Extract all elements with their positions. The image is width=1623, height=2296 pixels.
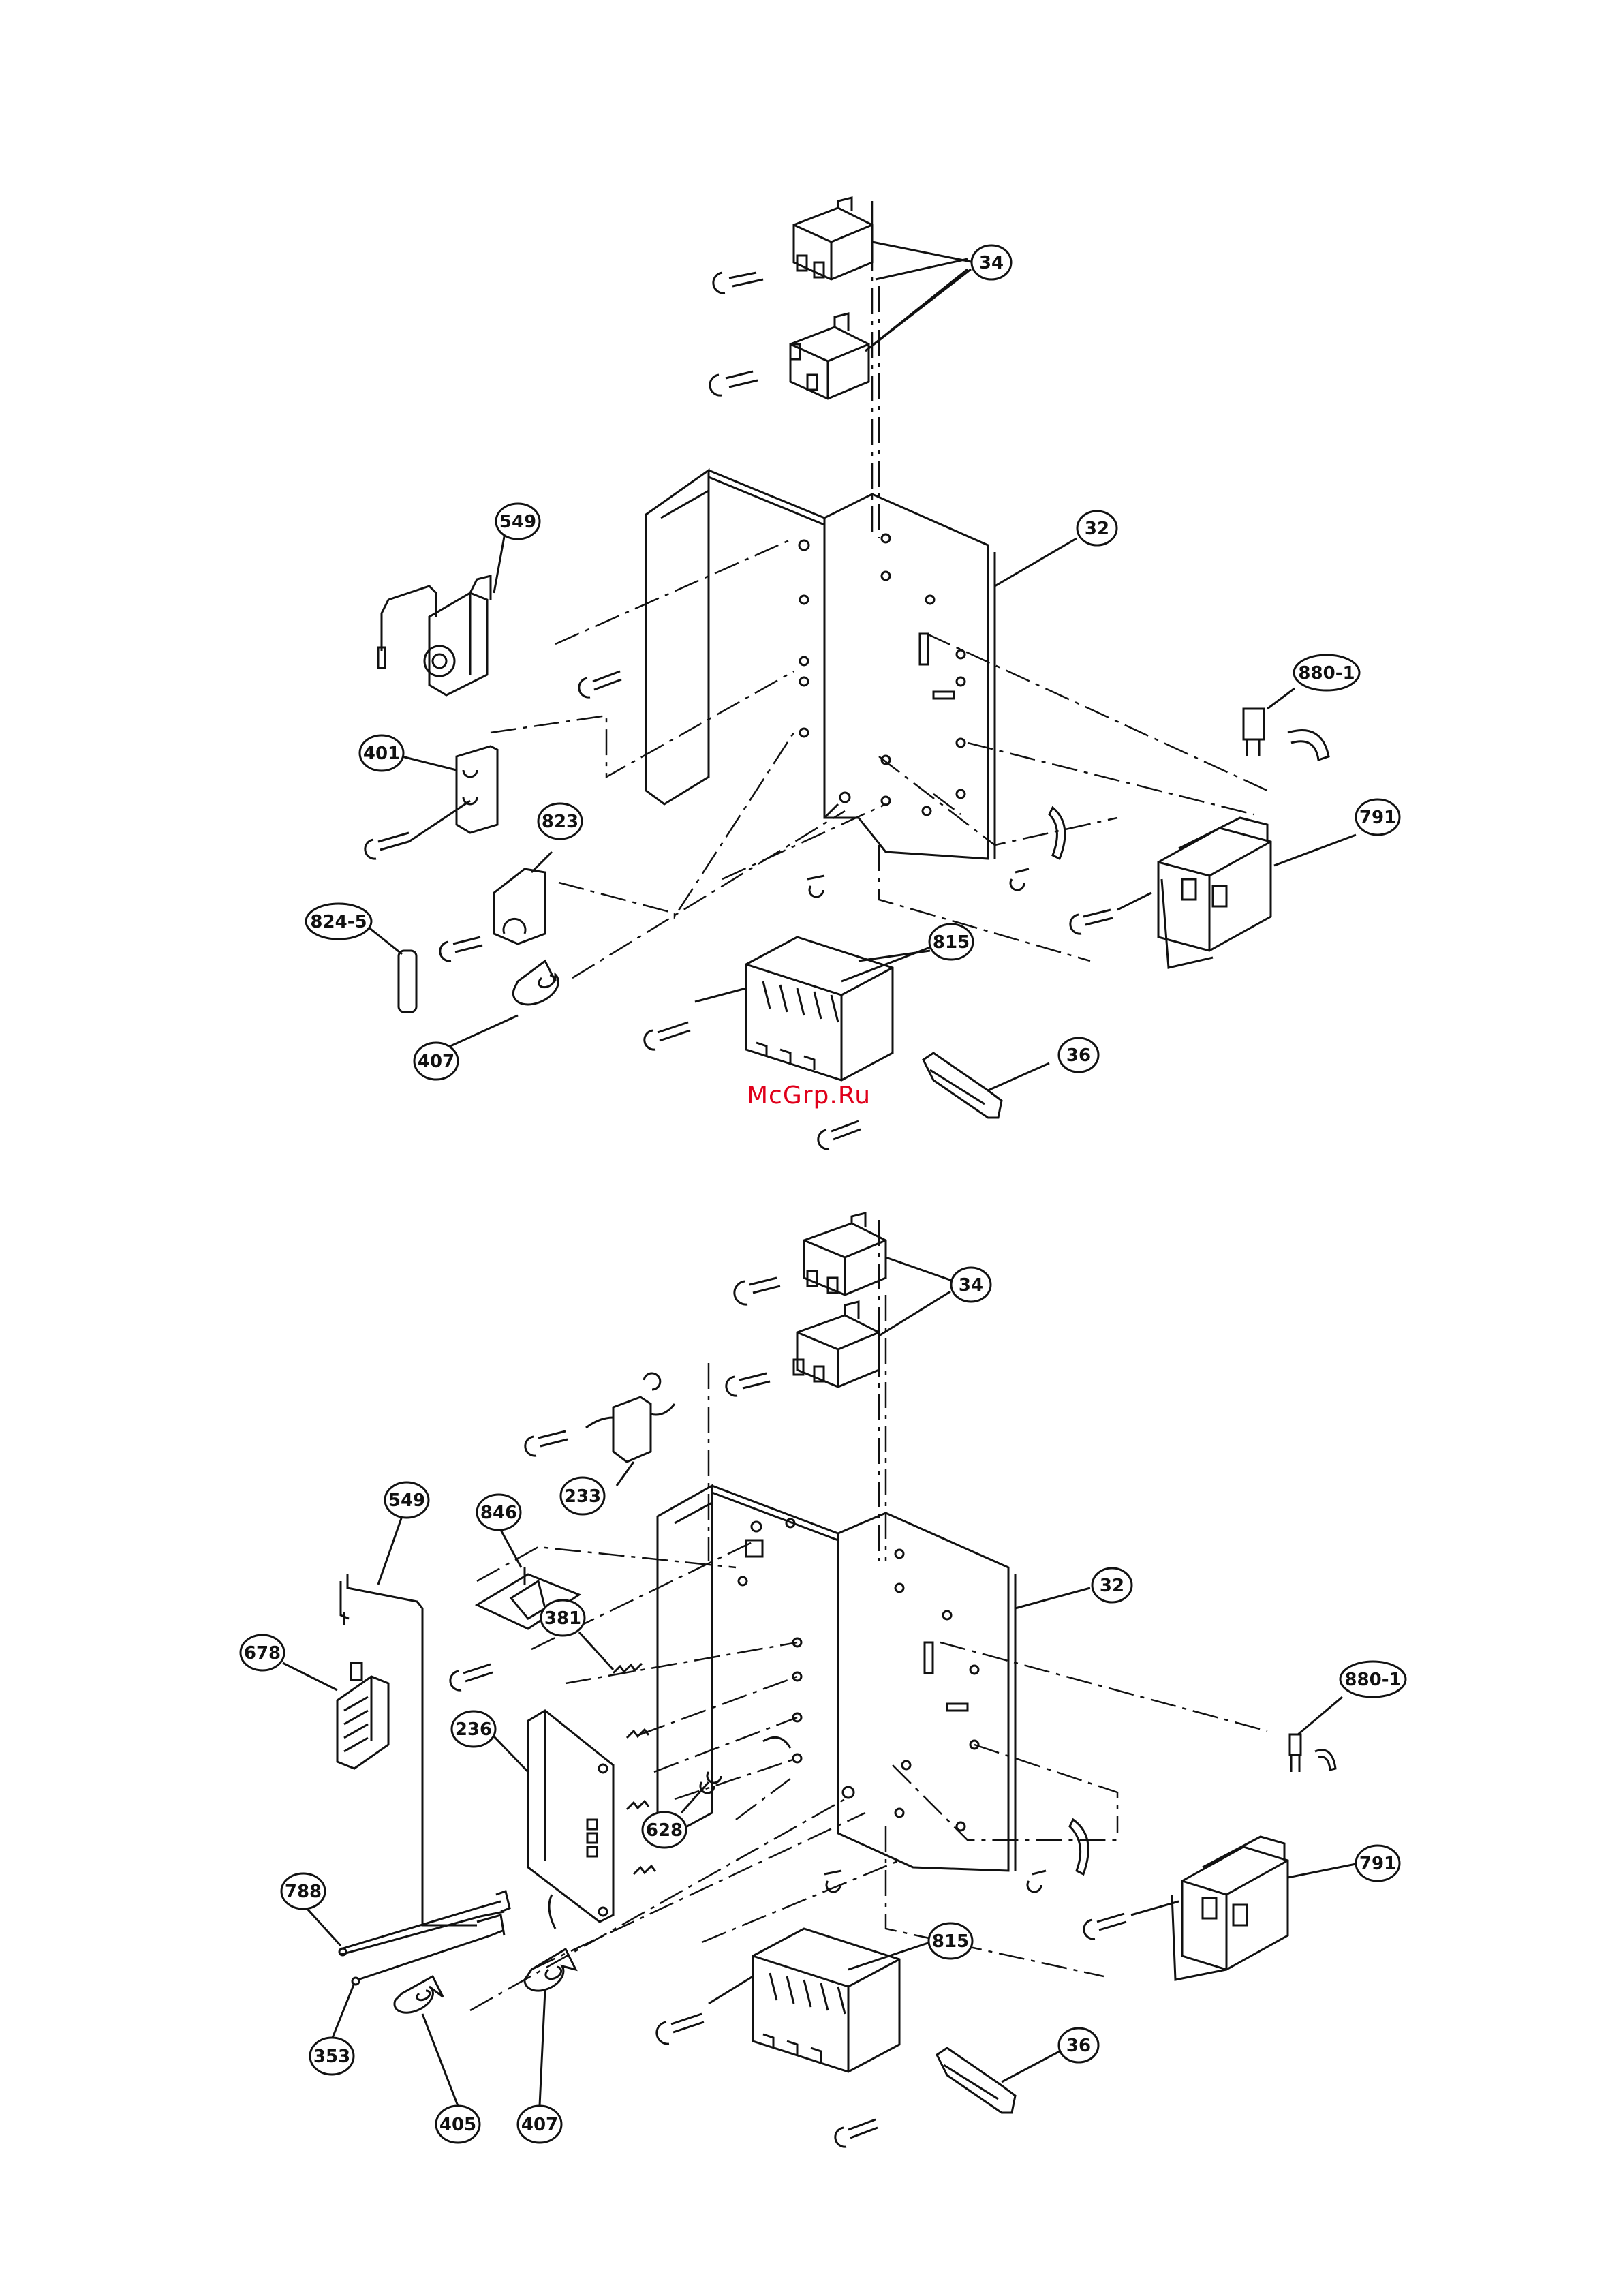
top-leader-lines: [491, 201, 1267, 978]
label-34-top: 34: [979, 253, 1004, 273]
cable-clip-bottom: [1070, 1820, 1088, 1874]
terminal-880-1-bottom: [1290, 1734, 1335, 1772]
callout-823-top: 823: [538, 803, 582, 839]
callout-34-bottom: 34: [879, 1257, 991, 1336]
chassis-panel-32-bottom: [658, 1486, 1015, 1871]
callout-846-bottom: 846: [477, 1495, 521, 1567]
label-407-bottom: 407: [521, 2115, 558, 2135]
label-880-1-bottom: 880-1: [1344, 1670, 1401, 1690]
wire-549-bottom: [341, 1574, 477, 1925]
fuse-824-5: [368, 927, 416, 1012]
callout-880-1-bottom: 880-1: [1298, 1662, 1406, 1734]
screw-549: [579, 671, 621, 697]
label-791-bottom: 791: [1359, 1854, 1396, 1874]
callout-401-top: 401: [360, 735, 457, 771]
label-815-top: 815: [933, 932, 970, 953]
label-678-bottom: 678: [244, 1643, 281, 1664]
callout-36-top: 36: [1059, 1038, 1098, 1072]
label-823-top: 823: [542, 812, 578, 832]
label-549-bottom: 549: [388, 1490, 425, 1511]
callout-32-top: 32: [995, 511, 1117, 586]
label-628-bottom: 628: [646, 1820, 683, 1841]
spring-628-a: [627, 1730, 649, 1738]
callout-34-top: 34: [865, 242, 1011, 351]
callout-791-top: 791: [1356, 799, 1400, 835]
callout-815-bottom: 815: [848, 1923, 972, 1970]
callout-628-bottom: 628: [643, 1782, 709, 1848]
callout-233-bottom: 233: [561, 1478, 604, 1514]
label-32-bottom: 32: [1100, 1576, 1124, 1596]
terminal-block-815: [645, 937, 930, 1080]
fuse-holder-823: [440, 852, 552, 961]
label-401-top: 401: [363, 744, 400, 764]
callout-407-top: 407: [414, 1043, 458, 1080]
label-846-bottom: 846: [480, 1503, 517, 1523]
grommet-top-2: [1010, 869, 1029, 890]
callout-824-5-top: 824-5: [306, 904, 371, 939]
callout-549-top: 549: [496, 504, 540, 539]
grommet-bottom-2: [1027, 1871, 1046, 1892]
callout-32-bottom: 32: [1015, 1568, 1132, 1608]
label-233-bottom: 233: [564, 1486, 601, 1507]
connector-34-lower-bottom: [726, 1302, 879, 1396]
bottom-leader-lines: [470, 1220, 1267, 2010]
label-824-5-top: 824-5: [310, 912, 367, 932]
component-678: [337, 1663, 388, 1769]
connector-34-upper-bottom: [735, 1213, 886, 1304]
callout-236-bottom: 236: [452, 1711, 528, 1772]
callout-791-bottom: 791: [1288, 1846, 1400, 1881]
bottom-assembly-view: 34 233 549 846 381 678 236: [241, 1213, 1406, 2147]
spring-628-c: [634, 1866, 655, 1874]
label-32-top: 32: [1085, 519, 1109, 539]
clip-407: [443, 961, 558, 1050]
terminal-880-1: [1243, 688, 1329, 760]
callout-381-bottom: 381: [541, 1600, 613, 1670]
relay-549: [378, 518, 508, 695]
label-407-top: 407: [418, 1052, 454, 1072]
contactor-791: [1070, 818, 1356, 968]
label-381-bottom: 381: [544, 1608, 581, 1629]
label-405-bottom: 405: [439, 2115, 476, 2135]
watermark-text: McGrp.Ru: [747, 1082, 871, 1109]
label-36-bottom: 36: [1066, 2036, 1091, 2056]
lead-wires-788-353: [339, 1891, 510, 1985]
callout-36-bottom: 36: [1002, 2028, 1098, 2082]
label-34-bottom: 34: [959, 1275, 983, 1296]
callout-407-bottom: 407: [518, 1990, 561, 2143]
callout-353-bottom: 353: [310, 1983, 354, 2075]
spring-628-b: [627, 1801, 649, 1809]
grommet-top-1: [807, 876, 824, 897]
label-815-bottom: 815: [932, 1931, 969, 1952]
callout-880-1-top: 880-1: [1294, 655, 1359, 690]
callout-815-top: 815: [841, 924, 973, 981]
label-36-top: 36: [1066, 1045, 1091, 1066]
callout-549-bottom: 549: [378, 1482, 429, 1585]
clip-405: [395, 1976, 443, 2012]
label-549-top: 549: [499, 512, 536, 532]
circuit-board-236: [528, 1711, 613, 1929]
clip-407-bottom: [525, 1949, 576, 1991]
callout-405-bottom: 405: [422, 2014, 480, 2143]
top-assembly-view: 34 32 549 401 823 824-5 407: [306, 198, 1400, 1149]
callout-788-bottom: 788: [281, 1873, 341, 1946]
callout-678-bottom: 678: [241, 1635, 337, 1690]
label-880-1-top: 880-1: [1298, 663, 1355, 684]
bracket-36-bottom: [835, 2048, 1015, 2147]
terminal-block-815-bottom: [657, 1929, 899, 2072]
contactor-791-bottom: [1084, 1837, 1288, 1980]
label-791-top: 791: [1359, 808, 1396, 828]
connector-34-lower: [710, 259, 968, 399]
connector-34-upper: [713, 198, 872, 293]
label-236-bottom: 236: [455, 1719, 492, 1740]
label-788-bottom: 788: [285, 1882, 322, 1902]
component-233: [525, 1373, 675, 1486]
cable-clip-top: [1049, 808, 1065, 859]
label-353-bottom: 353: [313, 2047, 350, 2067]
